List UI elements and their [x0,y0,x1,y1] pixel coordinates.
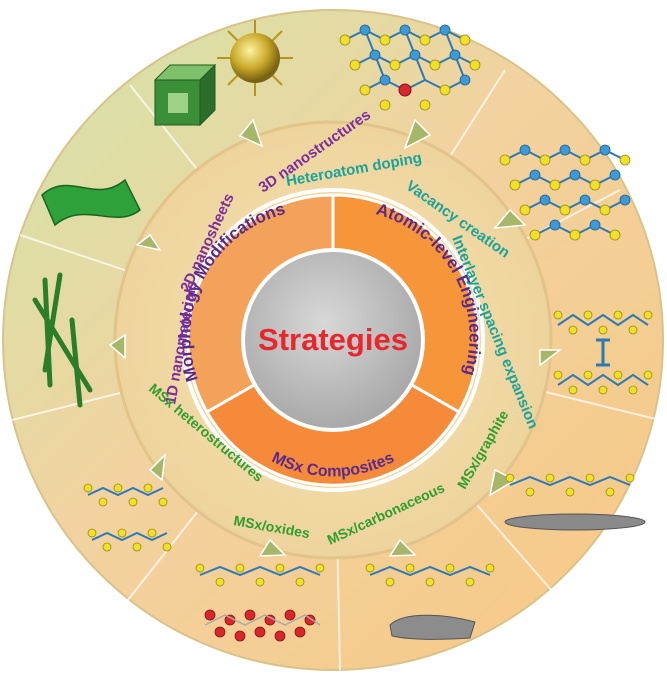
heterostructure-icon [83,483,172,552]
interlayer-spacing-icon [553,310,653,395]
cube-nanostructure-icon [153,63,217,127]
nanosheet-icon [41,178,141,227]
oxide-composite-icon [195,563,325,642]
vacancy-lattice-icon [499,144,631,241]
graphite-composite-icon [504,473,646,531]
arrow-icon [488,468,517,497]
nanowire-icon [32,272,93,408]
center-title: Strategies [258,322,408,357]
arrow-group [108,118,563,557]
doped-lattice-icon [339,24,481,111]
arrow-icon [135,233,162,252]
sun-nanostructure-icon [217,20,293,96]
arrow-icon [539,349,563,367]
arrow-icon [493,208,527,229]
center-core [241,248,425,432]
arrow-icon [238,118,264,148]
arrow-icon [403,118,432,150]
arrow-icon [258,538,287,557]
arrow-icon [108,333,126,360]
arrow-icon [148,452,167,482]
arrow-icon [388,538,417,557]
carbonaceous-composite-icon [365,563,495,640]
